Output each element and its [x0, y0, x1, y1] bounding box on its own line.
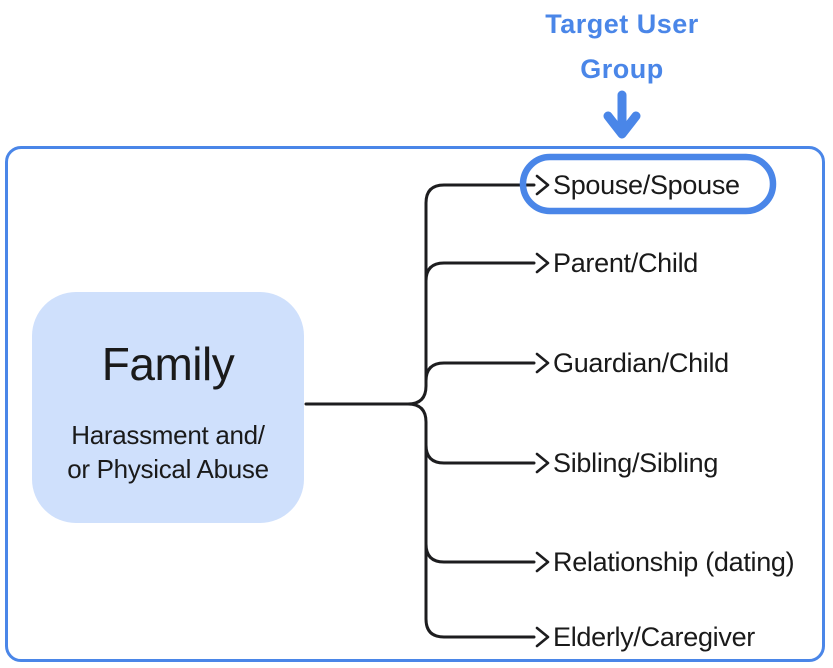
family-node-subtitle: Harassment and/ or Physical Abuse	[67, 418, 269, 486]
diagram-border	[5, 146, 825, 662]
branch-label-guardian-child: Guardian/Child	[553, 348, 729, 378]
family-subtitle-line1: Harassment and/	[71, 420, 265, 450]
family-node: Family Harassment and/ or Physical Abuse	[32, 292, 304, 523]
family-subtitle-line2: or Physical Abuse	[67, 454, 269, 484]
down-arrow-icon	[603, 90, 641, 139]
branch-label-relationship-dating: Relationship (dating)	[553, 547, 795, 577]
branch-label-spouse-spouse: Spouse/Spouse	[553, 170, 740, 200]
family-node-title: Family	[101, 338, 235, 390]
branch-label-sibling-sibling: Sibling/Sibling	[553, 448, 719, 478]
target-user-group-label: Target User Group	[545, 9, 699, 84]
branch-label-elderly-caregiver: Elderly/Caregiver	[553, 622, 755, 652]
branch-label-parent-child: Parent/Child	[553, 248, 698, 278]
